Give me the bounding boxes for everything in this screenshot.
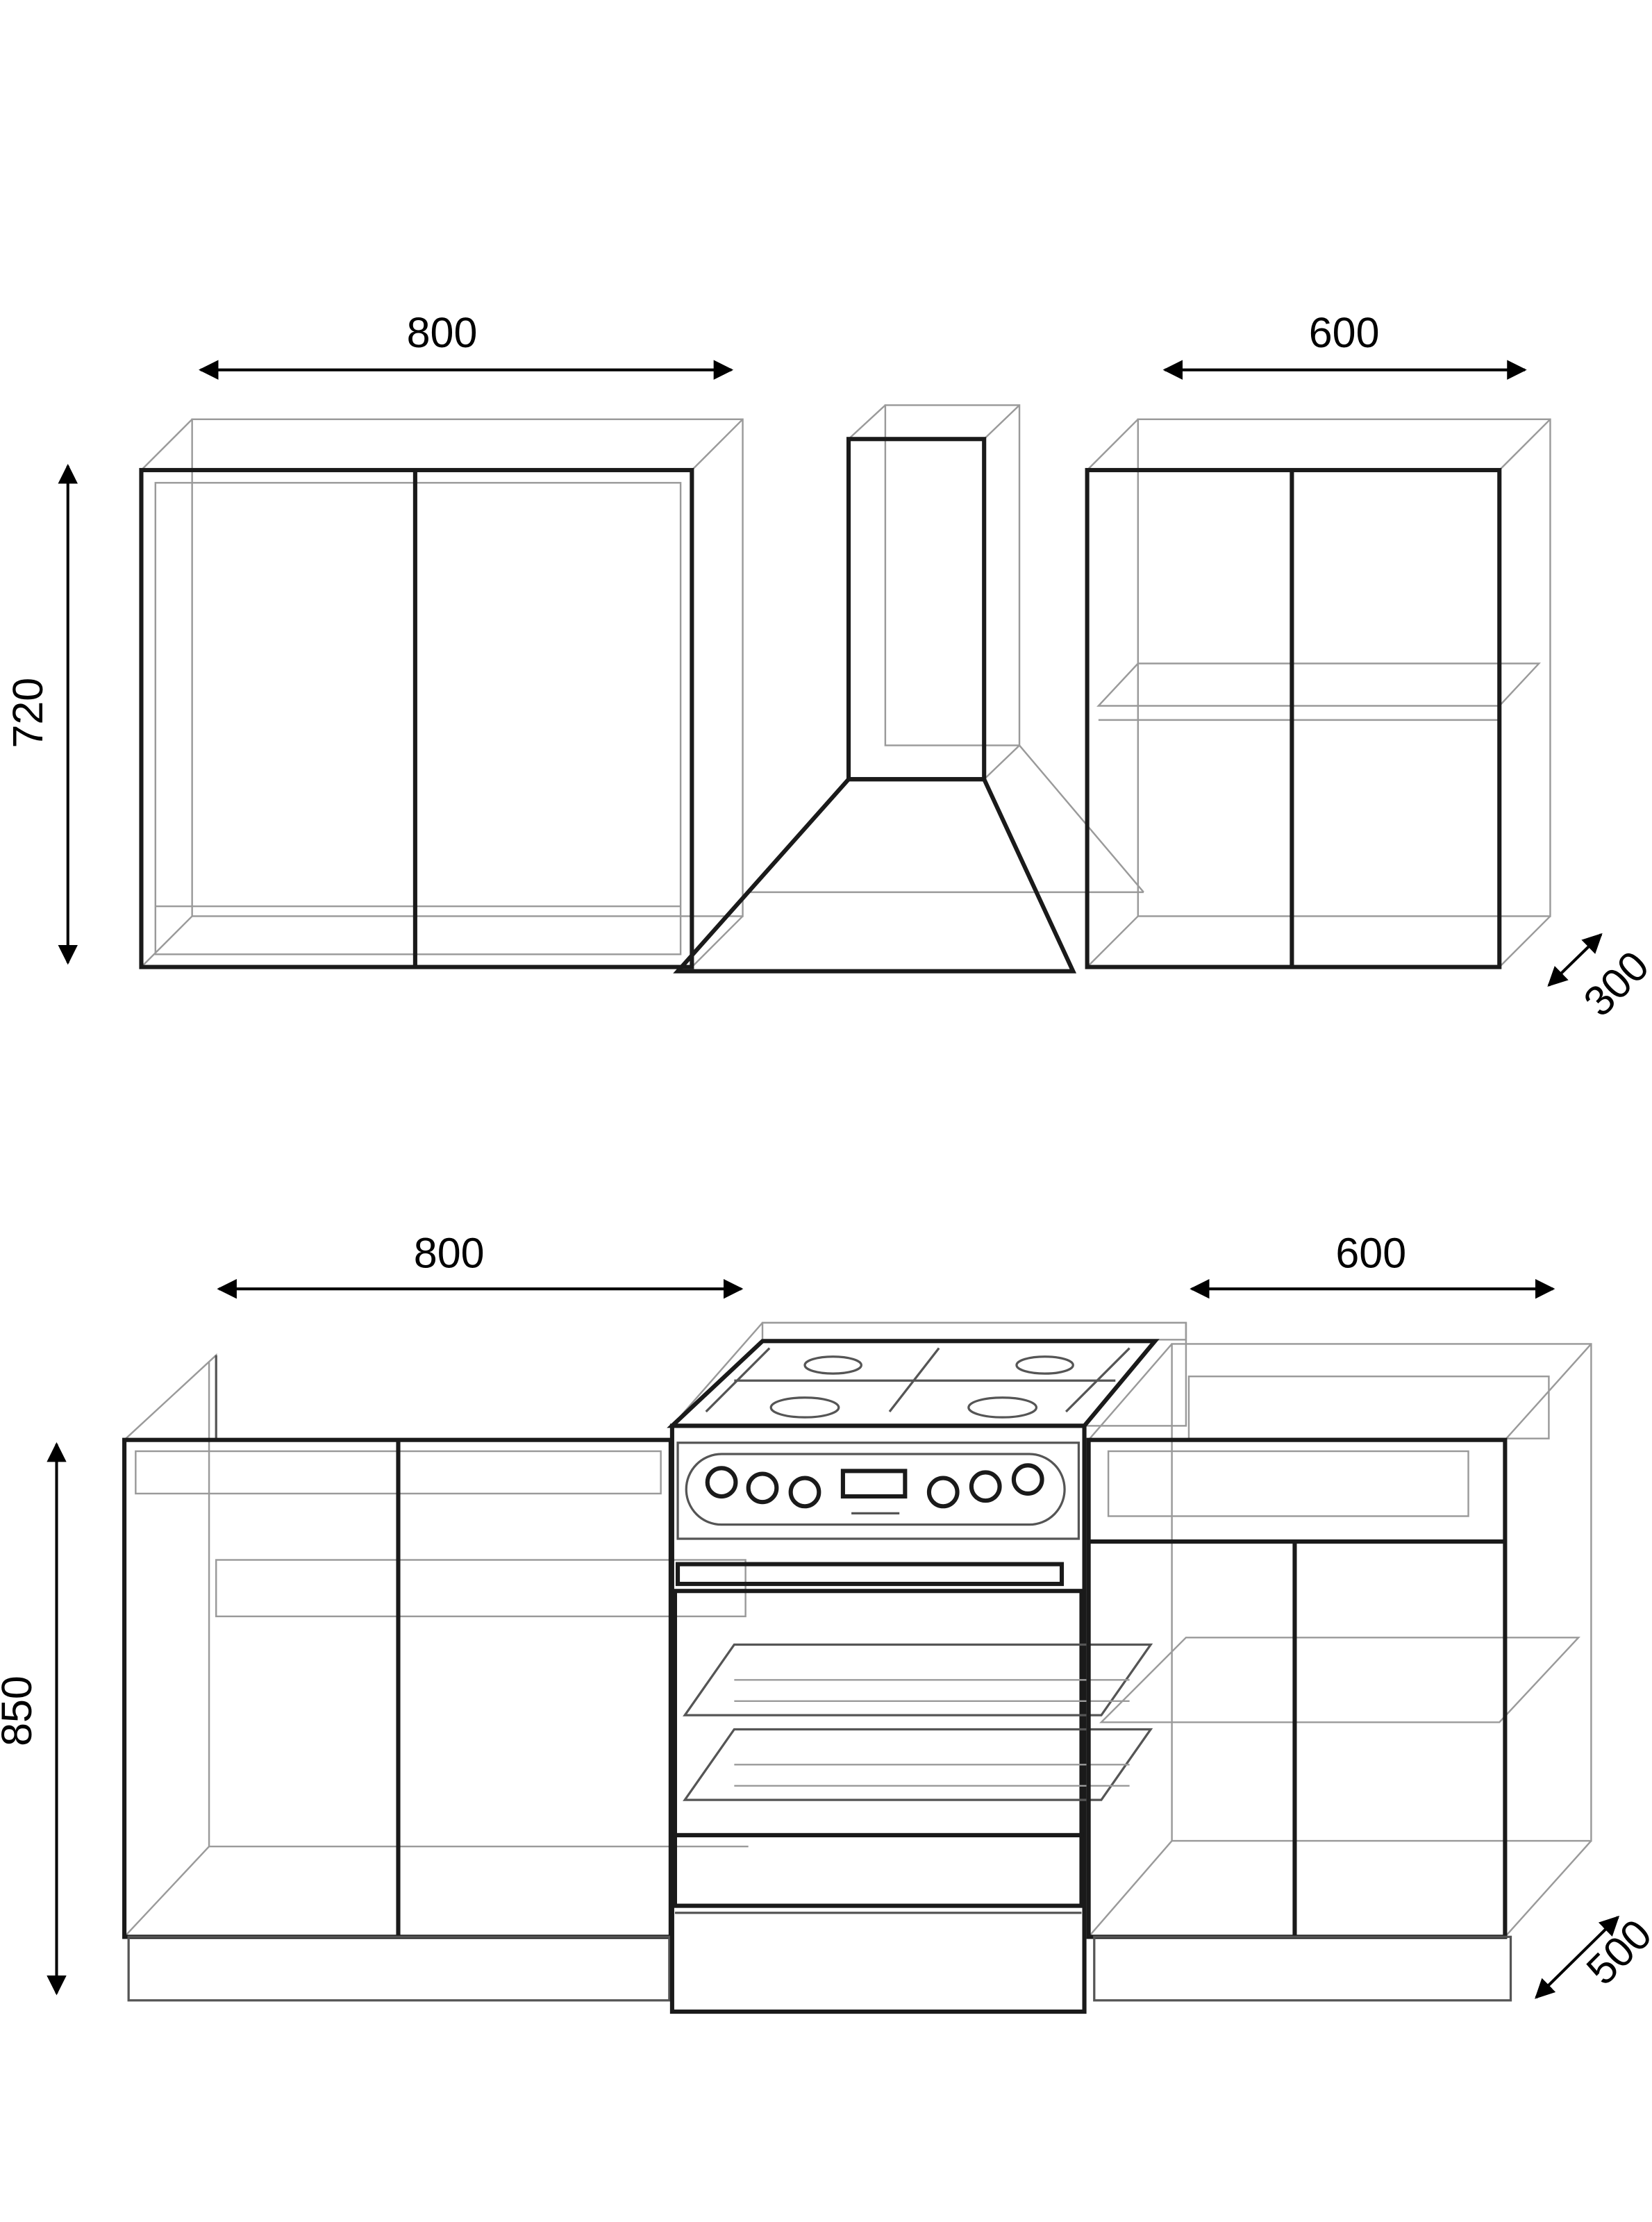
dimension-upper-depth: 300 — [1547, 933, 1652, 1025]
dimension-lower-left-width: 800 — [217, 1230, 744, 1299]
knob — [1011, 1463, 1044, 1496]
dimension-upper-right-width: 600 — [1162, 309, 1527, 380]
upper-cabinet-left — [139, 418, 744, 969]
upper-cabinet-right — [1085, 418, 1551, 969]
base-cabinet-right — [1086, 1343, 1592, 2002]
plinth — [1093, 1935, 1512, 2002]
knob — [746, 1471, 779, 1505]
storage-drawer — [672, 1832, 1084, 1908]
knob — [926, 1476, 960, 1509]
control-panel — [676, 1442, 1081, 1540]
oven-racks — [683, 1643, 1153, 1801]
oven-handle — [675, 1562, 1065, 1587]
dimension-label: 600 — [1335, 1230, 1406, 1277]
dimension-lower-height: 850 — [0, 1442, 67, 1996]
dimension-lower-depth: 500 — [1535, 1910, 1652, 1999]
base-cabinet-left — [122, 1353, 749, 2002]
dimension-upper-left-width: 800 — [199, 309, 734, 380]
dimension-label: 500 — [1577, 1910, 1652, 1994]
burner — [769, 1396, 840, 1419]
oven-door — [672, 1589, 1084, 1837]
dimension-label: 600 — [1309, 309, 1380, 356]
display — [840, 1469, 908, 1499]
dimension-label: 850 — [0, 1676, 40, 1746]
dimension-label: 300 — [1574, 942, 1652, 1025]
dimension-lower-right-width: 600 — [1190, 1230, 1555, 1299]
burner-grates — [705, 1347, 1130, 1419]
knob — [705, 1466, 738, 1499]
control-panel-fascia — [685, 1453, 1066, 1526]
gas-stove — [667, 1321, 1187, 2014]
burner — [967, 1396, 1038, 1419]
burner — [803, 1355, 862, 1375]
knob — [969, 1470, 1002, 1503]
knob — [788, 1476, 821, 1509]
dimension-label: 800 — [407, 309, 478, 356]
dimension-upper-height: 720 — [4, 464, 78, 965]
burner — [1015, 1355, 1074, 1375]
range-hood — [673, 404, 1144, 974]
dimension-label: 800 — [414, 1230, 485, 1277]
dimension-label: 720 — [4, 678, 51, 749]
plinth — [127, 1935, 671, 2002]
